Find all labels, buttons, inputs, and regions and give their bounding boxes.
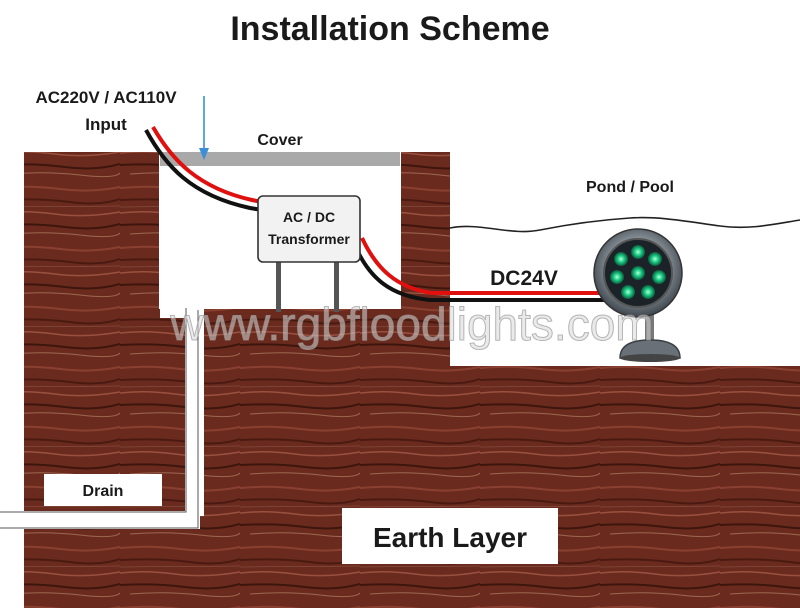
transformer-leg-right (334, 260, 339, 312)
light-stand-base (619, 339, 681, 359)
led-2 (648, 252, 662, 266)
transformer-box (257, 195, 361, 263)
led-pool-light (593, 228, 683, 318)
pond-pool-label: Pond / Pool (586, 179, 674, 196)
led-4 (641, 285, 655, 299)
led-6 (610, 270, 624, 284)
led-center (631, 266, 645, 280)
pit-cover (160, 152, 400, 166)
cover-label: Cover (257, 132, 302, 149)
earth-layer-label: Earth Layer (373, 522, 527, 553)
water-surface-line (449, 216, 800, 233)
input-label: Input (85, 115, 127, 134)
led-1 (631, 245, 645, 259)
transformer-label-line1: AC / DC (283, 209, 335, 225)
input-voltage-label: AC220V / AC110V (35, 88, 177, 107)
led-3 (652, 270, 666, 284)
dc-voltage-label: DC24V (490, 267, 558, 290)
cover-arrow-head (199, 148, 209, 160)
drain-label-box (44, 474, 162, 506)
drain-label: Drain (83, 483, 124, 500)
diagram-title: Installation Scheme (230, 10, 549, 48)
light-stand-post (645, 305, 654, 345)
watermark: www.rgbfloodlights.com (169, 298, 653, 350)
led-7 (614, 252, 628, 266)
ac-cable-live (151, 126, 263, 204)
led-5 (621, 285, 635, 299)
transformer-leg-left (276, 260, 281, 312)
earth-layer (0, 152, 800, 608)
transformer-label-line2: Transformer (268, 231, 350, 247)
dc-cable-live (360, 237, 610, 295)
earth-label-box (342, 508, 558, 564)
dc-cable-neutral (354, 247, 610, 302)
ac-cable-neutral (144, 129, 263, 212)
